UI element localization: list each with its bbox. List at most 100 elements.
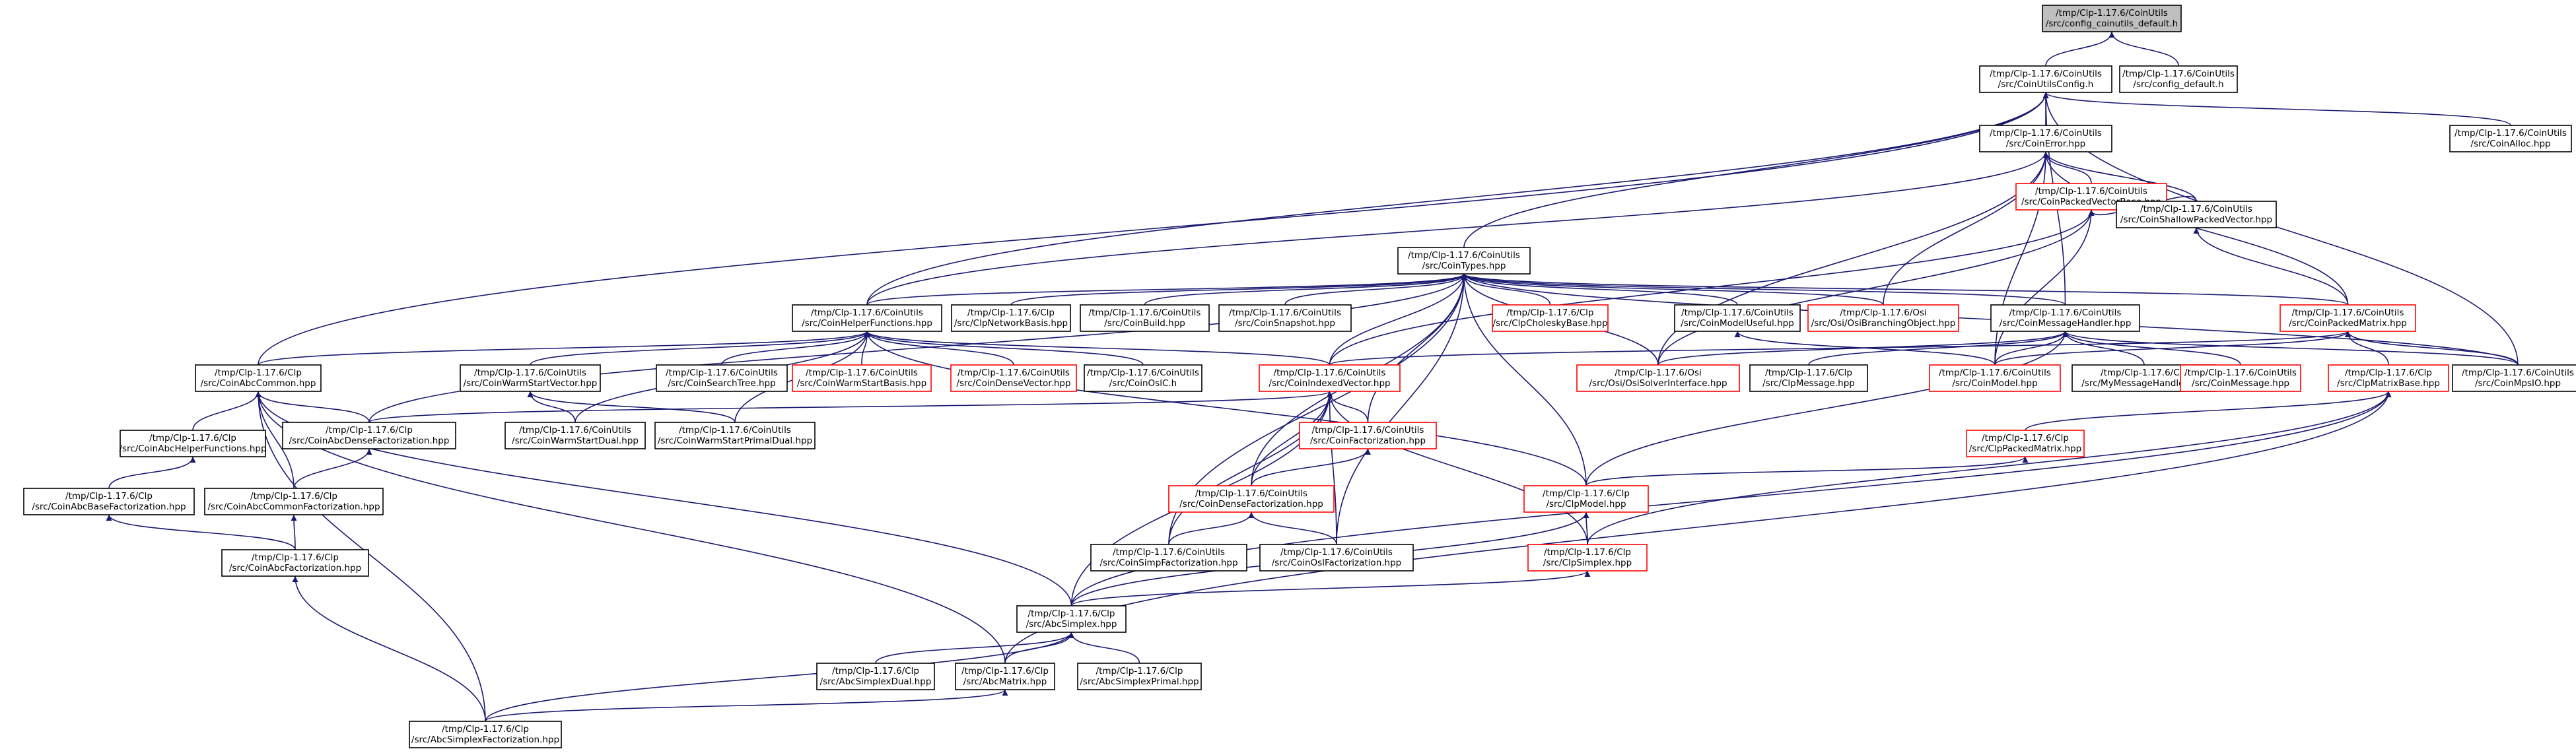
edge-CoinWarmStartPrimalDual-to-CoinWarmStartVector (527, 391, 736, 423)
node-CoinPackedMatrix[interactable]: /tmp/Clp-1.17.6/CoinUtils/src/CoinPacked… (2280, 304, 2416, 332)
node-CoinMessageHandler[interactable]: /tmp/Clp-1.17.6/CoinUtils/src/CoinMessag… (1990, 304, 2140, 332)
node-CoinAlloc[interactable]: /tmp/Clp-1.17.6/CoinUtils/src/CoinAlloc.… (2449, 125, 2572, 152)
node-label-line: /tmp/Clp-1.17.6/CoinUtils (1274, 368, 1386, 378)
node-CoinMpsIO[interactable]: /tmp/Clp-1.17.6/CoinUtils/src/CoinMpsIO.… (2452, 364, 2576, 392)
node-CoinTypes[interactable]: /tmp/Clp-1.17.6/CoinUtils/src/CoinTypes.… (1397, 247, 1531, 275)
file-nodes: /tmp/Clp-1.17.6/CoinUtils/src/config_coi… (23, 5, 2576, 748)
node-box (792, 364, 932, 392)
node-CoinFactorization[interactable]: /tmp/Clp-1.17.6/CoinUtils/src/CoinFactor… (1299, 422, 1437, 449)
node-CoinMessage[interactable]: /tmp/Clp-1.17.6/CoinUtils/src/CoinMessag… (2180, 364, 2301, 392)
node-CoinAbcDenseFactorization[interactable]: /tmp/Clp-1.17.6/Clp/src/CoinAbcDenseFact… (282, 422, 456, 449)
node-OsiSolverInterface[interactable]: /tmp/Clp-1.17.6/Osi/src/Osi/OsiSolverInt… (1576, 364, 1740, 392)
edge-CoinOslFactorization-to-CoinDenseFactorization (1248, 511, 1337, 545)
edge-CoinAbcHelperFunctions-to-CoinAbcCommon (192, 391, 261, 431)
node-CoinAbcFactorization[interactable]: /tmp/Clp-1.17.6/Clp/src/CoinAbcFactoriza… (221, 549, 369, 577)
node-box (460, 364, 601, 392)
node-AbcSimplexFactorization[interactable]: /tmp/Clp-1.17.6/Clp/src/AbcSimplexFactor… (409, 721, 562, 748)
node-CoinOslFactorization[interactable]: /tmp/Clp-1.17.6/CoinUtils/src/CoinOslFac… (1259, 544, 1414, 572)
node-CoinShallowPackedVector[interactable]: /tmp/Clp-1.17.6/CoinUtils/src/CoinShallo… (2116, 201, 2277, 228)
edge-OsiSolverInterface-to-CoinPackedVectorBase (1657, 209, 2095, 366)
node-label-line: /tmp/Clp-1.17.6/CoinUtils (2454, 128, 2567, 139)
node-AbcMatrix[interactable]: /tmp/Clp-1.17.6/Clp/src/AbcMatrix.hpp (955, 663, 1055, 690)
node-ClpNetworkBasis[interactable]: /tmp/Clp-1.17.6/Clp/src/ClpNetworkBasis.… (951, 304, 1071, 332)
edge-CoinShallowPackedVector-to-CoinError (2042, 151, 2197, 202)
edge-CoinModelUseful-to-CoinTypes (1461, 273, 1738, 306)
node-label-line: /src/CoinDenseFactorization.hpp (1179, 499, 1323, 509)
node-AbcSimplexPrimal[interactable]: /tmp/Clp-1.17.6/Clp/src/AbcSimplexPrimal… (1077, 663, 1202, 690)
node-box (1080, 304, 1210, 332)
edge-CoinSearchTree-to-CoinHelperFunctions (721, 331, 870, 366)
node-label-line: /src/ClpPackedMatrix.hpp (1969, 443, 2081, 454)
node-ClpMessage[interactable]: /tmp/Clp-1.17.6/Clp/src/ClpMessage.hpp (1749, 364, 1868, 392)
node-label-line: /src/AbcMatrix.hpp (963, 676, 1047, 687)
node-CoinModelUseful[interactable]: /tmp/Clp-1.17.6/CoinUtils/src/CoinModelU… (1674, 304, 1801, 332)
node-box (204, 488, 384, 515)
edge-CoinMessageHandler-to-CoinTypes (1461, 273, 2066, 306)
node-CoinWarmStartDual[interactable]: /tmp/Clp-1.17.6/CoinUtils/src/CoinWarmSt… (505, 422, 646, 449)
node-box (656, 364, 788, 392)
node-AbcSimplexDual[interactable]: /tmp/Clp-1.17.6/Clp/src/AbcSimplexDual.h… (816, 663, 935, 690)
node-CoinHelperFunctions[interactable]: /tmp/Clp-1.17.6/CoinUtils/src/CoinHelper… (792, 304, 942, 332)
edge-AbcSimplexFactorization-to-CoinAbcCommon (255, 391, 486, 722)
node-box (2116, 201, 2277, 228)
node-box (1990, 304, 2140, 332)
node-CoinDenseVector[interactable]: /tmp/Clp-1.17.6/CoinUtils/src/CoinDenseV… (950, 364, 1077, 392)
node-CoinSnapshot[interactable]: /tmp/Clp-1.17.6/CoinUtils/src/CoinSnapsh… (1218, 304, 1352, 332)
edge-CoinSimpFactorization-to-CoinIndexedVector (1168, 391, 1333, 545)
node-CoinUtilsConfig[interactable]: /tmp/Clp-1.17.6/CoinUtils/src/CoinUtilsC… (1979, 65, 2112, 93)
node-label-line: /src/CoinPackedMatrix.hpp (2289, 318, 2407, 329)
node-label-line: /tmp/Clp-1.17.6/Clp (1096, 666, 1183, 676)
node-label-line: /src/CoinAbcFactorization.hpp (229, 563, 361, 573)
node-label-line: /tmp/Clp-1.17.6/Clp (442, 724, 529, 735)
node-box (1259, 544, 1414, 572)
node-CoinModel[interactable]: /tmp/Clp-1.17.6/CoinUtils/src/CoinModel.… (1929, 364, 2061, 392)
node-CoinWarmStartPrimalDual[interactable]: /tmp/Clp-1.17.6/CoinUtils/src/CoinWarmSt… (654, 422, 816, 449)
edge-ClpModel-to-CoinTypes (1461, 273, 1587, 486)
node-ClpPackedMatrix[interactable]: /tmp/Clp-1.17.6/Clp/src/ClpPackedMatrix.… (1966, 430, 2085, 457)
node-CoinBuild[interactable]: /tmp/Clp-1.17.6/CoinUtils/src/CoinBuild.… (1080, 304, 1210, 332)
node-box (950, 364, 1077, 392)
node-CoinError[interactable]: /tmp/Clp-1.17.6/CoinUtils/src/CoinError.… (1979, 125, 2112, 152)
node-label-line: /tmp/Clp-1.17.6/Clp (252, 552, 339, 563)
node-label-line: /tmp/Clp-1.17.6/CoinUtils (2122, 69, 2235, 79)
node-label-line: /tmp/Clp-1.17.6/CoinUtils (811, 308, 923, 318)
node-CoinSimpFactorization[interactable]: /tmp/Clp-1.17.6/CoinUtils/src/CoinSimpFa… (1090, 544, 1247, 572)
node-label-line: /tmp/Clp-1.17.6/CoinUtils (474, 368, 586, 378)
node-CoinWarmStartVector[interactable]: /tmp/Clp-1.17.6/CoinUtils/src/CoinWarmSt… (460, 364, 601, 392)
node-box (1259, 364, 1401, 392)
edge-CoinOslFactorization-to-CoinTypes (1336, 273, 1467, 545)
node-config_default_h[interactable]: /tmp/Clp-1.17.6/CoinUtils/src/config_def… (2119, 65, 2238, 93)
edge-CoinIndexedVector-to-CoinPackedMatrix (1329, 331, 2351, 366)
edge-CoinPackedMatrix-to-CoinTypes (1461, 273, 2349, 306)
node-label-line: /tmp/Clp-1.17.6/CoinUtils (2462, 368, 2574, 378)
node-label-line: /tmp/Clp-1.17.6/CoinUtils (2009, 308, 2122, 318)
node-label-line: /src/CoinWarmStartVector.hpp (464, 378, 598, 389)
node-ClpCholeskyBase[interactable]: /tmp/Clp-1.17.6/Clp/src/ClpCholeskyBase.… (1492, 304, 1609, 332)
node-label-line: /tmp/Clp-1.17.6/Clp (1982, 433, 2069, 443)
node-label-line: /tmp/Clp-1.17.6/CoinUtils (1312, 425, 1424, 436)
node-config_default: /tmp/Clp-1.17.6/CoinUtils/src/config_coi… (2042, 5, 2182, 32)
node-CoinWarmStartBasis[interactable]: /tmp/Clp-1.17.6/CoinUtils/src/CoinWarmSt… (792, 364, 932, 392)
node-CoinAbcHelperFunctions[interactable]: /tmp/Clp-1.17.6/Clp/src/CoinAbcHelperFun… (119, 430, 267, 457)
node-label-line: /src/CoinAbcHelperFunctions.hpp (119, 443, 266, 454)
node-ClpMatrixBase[interactable]: /tmp/Clp-1.17.6/Clp/src/ClpMatrixBase.hp… (2328, 364, 2449, 392)
node-ClpModel[interactable]: /tmp/Clp-1.17.6/Clp/src/ClpModel.hpp (1523, 485, 1649, 513)
node-ClpSimplex[interactable]: /tmp/Clp-1.17.6/Clp/src/ClpSimplex.hpp (1527, 544, 1648, 572)
node-CoinAbcCommon[interactable]: /tmp/Clp-1.17.6/Clp/src/CoinAbcCommon.hp… (195, 364, 322, 392)
node-CoinIndexedVector[interactable]: /tmp/Clp-1.17.6/CoinUtils/src/CoinIndexe… (1259, 364, 1401, 392)
node-label-line: /tmp/Clp-1.17.6/Osi (1615, 368, 1702, 378)
node-CoinAbcCommonFactorization[interactable]: /tmp/Clp-1.17.6/Clp/src/CoinAbcCommonFac… (204, 488, 384, 515)
node-CoinSearchTree[interactable]: /tmp/Clp-1.17.6/CoinUtils/src/CoinSearch… (656, 364, 788, 392)
node-label-line: /tmp/Clp-1.17.6/CoinUtils (1408, 250, 1520, 261)
node-CoinOslC[interactable]: /tmp/Clp-1.17.6/CoinUtils/src/CoinOslC.h (1084, 364, 1202, 392)
node-box (816, 663, 935, 690)
node-CoinAbcBaseFactorization[interactable]: /tmp/Clp-1.17.6/Clp/src/CoinAbcBaseFacto… (23, 488, 195, 515)
edge-CoinFactorization-to-CoinTypes (1367, 273, 1467, 423)
node-label-line: /tmp/Clp-1.17.6/Clp (961, 666, 1049, 676)
node-CoinDenseFactorization[interactable]: /tmp/Clp-1.17.6/CoinUtils/src/CoinDenseF… (1168, 485, 1335, 513)
node-OsiBranchingObject[interactable]: /tmp/Clp-1.17.6/Osi/src/Osi/OsiBranching… (1807, 304, 1959, 332)
node-label-line: /tmp/Clp-1.17.6/CoinUtils (2184, 368, 2297, 378)
node-label-line: /src/CoinMpsIO.hpp (2475, 378, 2561, 389)
edge-ClpModel-to-ClpPackedMatrix (1585, 456, 2029, 486)
node-AbcSimplex[interactable]: /tmp/Clp-1.17.6/Clp/src/AbcSimplex.hpp (1016, 605, 1127, 633)
